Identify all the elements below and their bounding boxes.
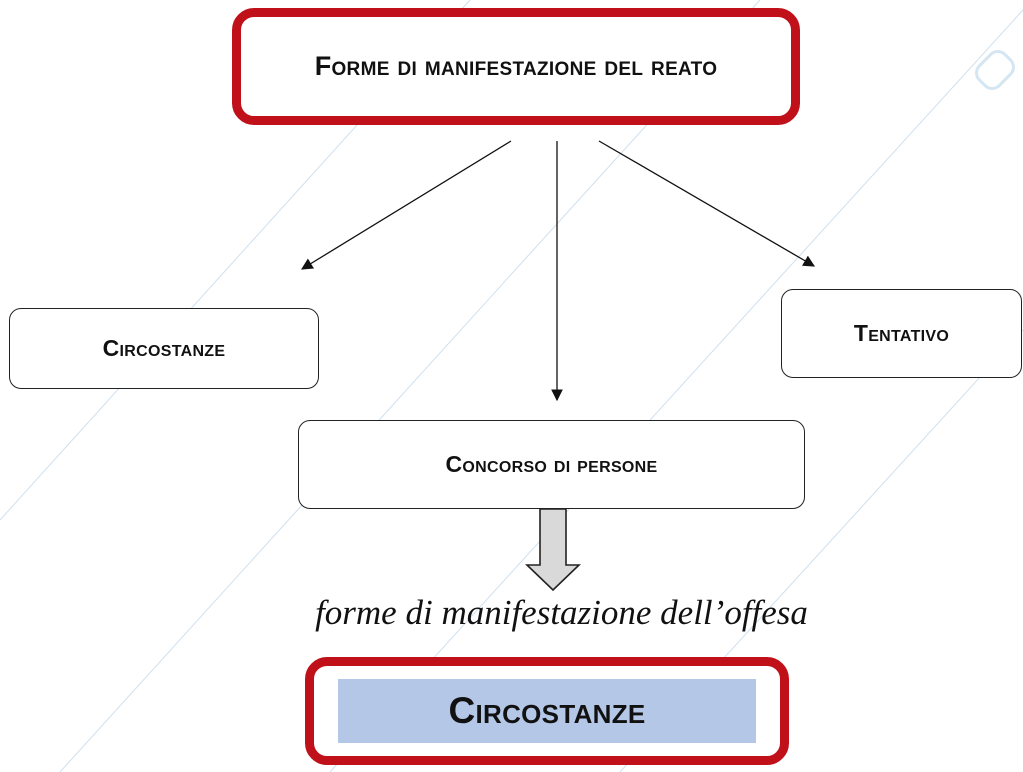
circostanze-label: Circostanze <box>102 335 226 361</box>
main-concept-box: Forme di manifestazione del reato <box>232 8 800 125</box>
circostanze-box: Circostanze <box>9 308 319 389</box>
concorso-box: Concorso di persone <box>298 420 805 509</box>
arrow-to-circostanze <box>301 140 512 270</box>
tentativo-label: Tentativo <box>853 320 950 346</box>
block-arrow-down-icon <box>525 508 581 592</box>
highlight-fill: Circostanze <box>338 679 756 743</box>
main-concept-label: Forme di manifestazione del reato <box>314 51 718 81</box>
highlight-box: Circostanze <box>305 657 789 765</box>
arrow-to-tentativo <box>598 140 816 267</box>
watermark-logo-icon <box>975 50 1015 90</box>
concorso-label: Concorso di persone <box>445 451 658 477</box>
caption-text: forme di manifestazione dell’offesa <box>315 593 808 632</box>
highlight-label: Circostanze <box>448 690 646 731</box>
tentativo-box: Tentativo <box>781 289 1022 378</box>
